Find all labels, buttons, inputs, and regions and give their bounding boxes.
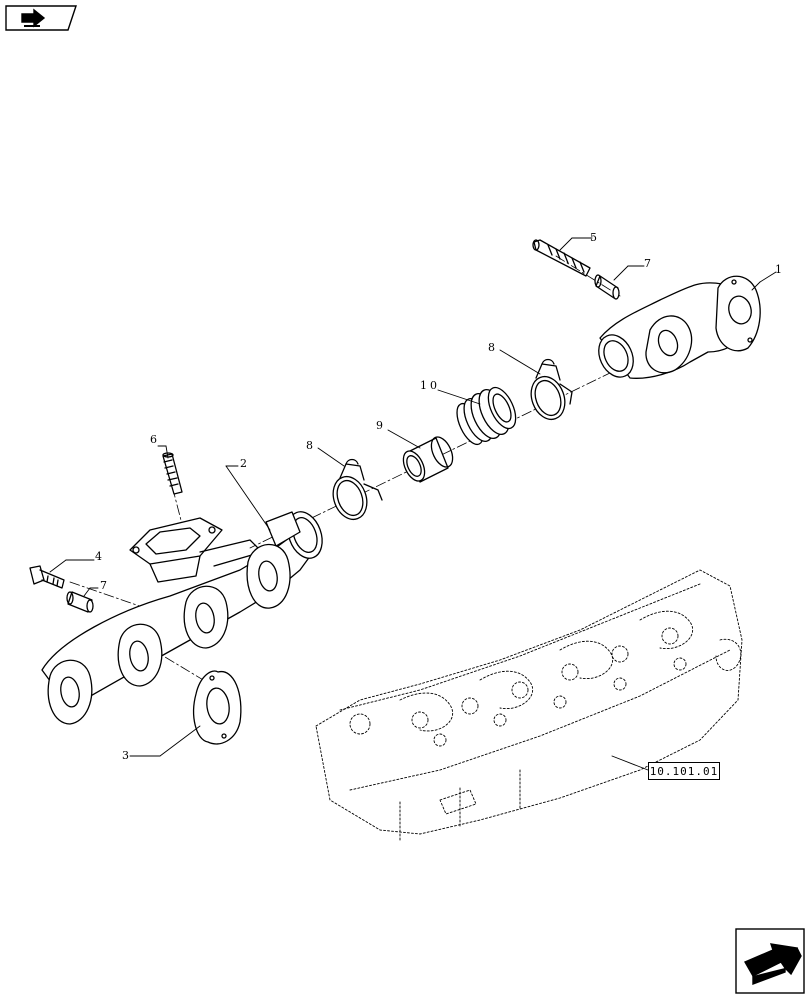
part-3-gasket[interactable] (193, 670, 242, 745)
part-2-exhaust-manifold[interactable] (41, 507, 328, 725)
next-page-button[interactable] (735, 928, 805, 994)
part-7-spacer-left[interactable] (66, 591, 94, 613)
part-5-stud[interactable] (532, 239, 591, 277)
part-9-sleeve[interactable] (399, 434, 457, 485)
callout-4[interactable]: 4 (95, 550, 102, 563)
previous-page-button[interactable] (4, 4, 78, 32)
leader-lines (49, 237, 777, 771)
part-6-stud[interactable] (162, 452, 183, 495)
part-8-clamp-upper[interactable] (525, 358, 573, 425)
callout-5[interactable]: 5 (590, 231, 597, 244)
callout-7-left[interactable]: 7 (100, 579, 107, 592)
part-10-bellows[interactable] (452, 383, 522, 448)
part-4-bolt[interactable] (29, 565, 65, 589)
cylinder-head-reference-drawing (315, 569, 743, 841)
part-7-spacer-top[interactable] (594, 274, 620, 300)
callout-7-top[interactable]: 7 (644, 257, 651, 270)
callout-6[interactable]: 6 (150, 433, 157, 446)
part-8-clamp-lower[interactable] (327, 458, 383, 525)
callout-1[interactable]: 1 (775, 263, 782, 276)
callout-2[interactable]: 2 (240, 457, 247, 470)
next-page-arrow-icon (735, 928, 805, 994)
callout-9[interactable]: 9 (376, 419, 383, 432)
callout-8-lower[interactable]: 8 (306, 439, 313, 452)
previous-page-arrow-icon (5, 5, 77, 31)
part-1-exhaust-elbow[interactable] (592, 275, 761, 382)
callout-10[interactable]: 10 (420, 379, 440, 392)
callout-3[interactable]: 3 (122, 749, 129, 762)
reference-link-box[interactable]: 10.101.01 (648, 762, 720, 780)
reference-label: 10.101.01 (649, 764, 719, 778)
callout-8-upper[interactable]: 8 (488, 341, 495, 354)
